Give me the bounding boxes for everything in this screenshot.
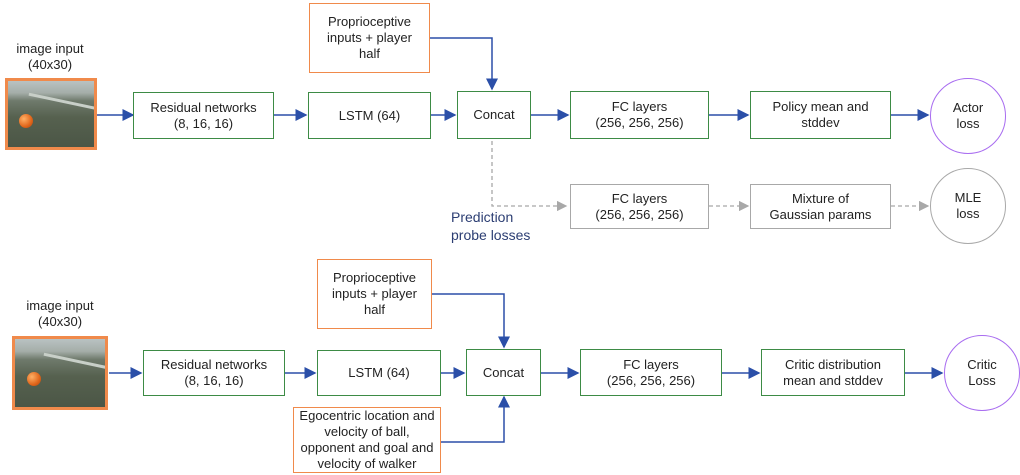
bottom-fc-layers: FC layers (256, 256, 256): [580, 349, 722, 396]
bottom-proprioceptive-inputs: Proprioceptive inputs + player half: [317, 259, 432, 329]
top-image-label: image input (40x30): [16, 41, 84, 72]
critic-distribution: Critic distribution mean and stddev: [761, 349, 905, 396]
top-policy-mean-stddev: Policy mean and stddev: [750, 91, 891, 139]
bottom-image-thumbnail: [12, 336, 108, 410]
prediction-probe-losses-label: Prediction probe losses: [451, 209, 531, 243]
probe-fc-layers: FC layers (256, 256, 256): [570, 184, 709, 229]
edge-top-proprio-concat: [430, 37, 498, 91]
edge-concat-probe: [491, 141, 568, 212]
top-fc-layers: FC layers (256, 256, 256): [570, 91, 709, 139]
top-image-thumbnail: [5, 78, 97, 150]
bottom-image-label: image input (40x30): [26, 298, 94, 329]
mixture-gaussian-params: Mixture of Gaussian params: [750, 184, 891, 229]
actor-loss: Actor loss: [930, 78, 1006, 154]
top-residual-networks: Residual networks (8, 16, 16): [133, 92, 274, 139]
edge-bot-egocentric-concat: [441, 395, 510, 443]
bottom-residual-networks: Residual networks (8, 16, 16): [143, 350, 285, 396]
critic-loss: Critic Loss: [944, 335, 1020, 411]
top-proprioceptive-inputs: Proprioceptive inputs + player half: [309, 3, 430, 73]
mle-loss: MLE loss: [930, 168, 1006, 244]
ball-icon: [19, 114, 33, 128]
top-lstm: LSTM (64): [308, 92, 431, 139]
bottom-lstm: LSTM (64): [317, 350, 441, 396]
ball-icon: [27, 372, 41, 386]
bottom-concat: Concat: [466, 349, 541, 396]
top-concat: Concat: [457, 91, 531, 139]
edge-bot-proprio-concat: [432, 293, 510, 349]
egocentric-inputs: Egocentric location and velocity of ball…: [293, 407, 441, 473]
